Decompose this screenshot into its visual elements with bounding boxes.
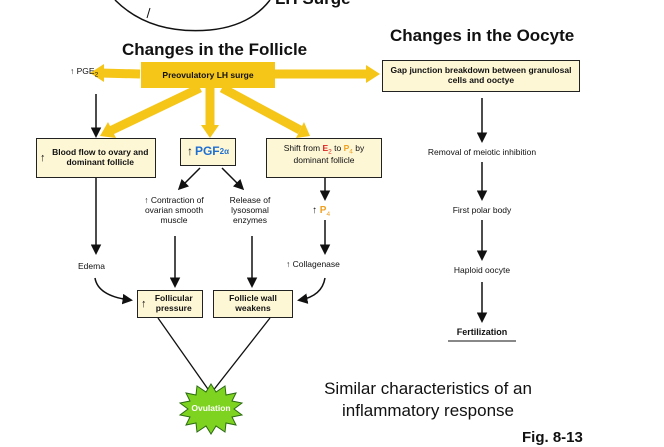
pressure-box: ↑ Follicular pressure [137,290,203,318]
pge2-label: ↑ PGE2 [70,66,99,79]
lh-surge-arrows [90,64,380,138]
lh-surge-box: Preovulatory LH surge [141,62,275,88]
figure-label: Fig. 8-13 [522,429,583,446]
thought-bubble-outline [114,0,271,32]
gap-junction-box: Gap junction breakdown between granulosa… [382,60,580,92]
heading-follicle: Changes in the Follicle [122,40,308,59]
p4-label: ↑ P4 [312,205,331,218]
haploid-label: Haploid oocyte [453,265,511,275]
thought-bubble-mark [146,7,151,19]
top-partial-label: LH Surge [275,0,351,9]
release-label: Release of lysosomal enzymes [229,195,271,225]
edema-label: Edema [78,261,105,271]
up-arrow-icon: ↑ [40,151,46,164]
ovulation-label: Ovulation [191,403,231,413]
ovulation-starburst [178,383,244,435]
removal-label: Removal of meiotic inhibition [427,147,537,157]
shift-box: Shift from E2 to P4 by dominant follicle [266,138,382,178]
inflammatory-note: Similar characteristics of an inflammato… [324,379,532,421]
up-arrow-icon: ↑ [144,195,149,205]
polar-body-label: First polar body [452,205,512,215]
flow-arrows [90,94,488,323]
fertilization-label: Fertilization [456,327,508,337]
wall-box: Follicle wall weakens [213,290,293,318]
up-arrow-icon: ↑ [141,297,147,310]
up-arrow-icon: ↑ [186,144,193,159]
lh-surge-label: Preovulatory LH surge [162,70,254,80]
up-arrow-icon: ↑ [70,66,75,76]
ovulation-lines [157,317,271,393]
collagenase-label: ↑ Collagenase [286,259,340,269]
up-arrow-icon: ↑ [312,205,317,216]
heading-oocyte: Changes in the Oocyte [390,26,575,45]
blood-flow-box: ↑ Blood flow to ovary and dominant folli… [36,138,156,178]
contraction-label: ↑ Contraction of ovarian smooth muscle [144,195,204,225]
up-arrow-icon: ↑ [286,259,291,269]
